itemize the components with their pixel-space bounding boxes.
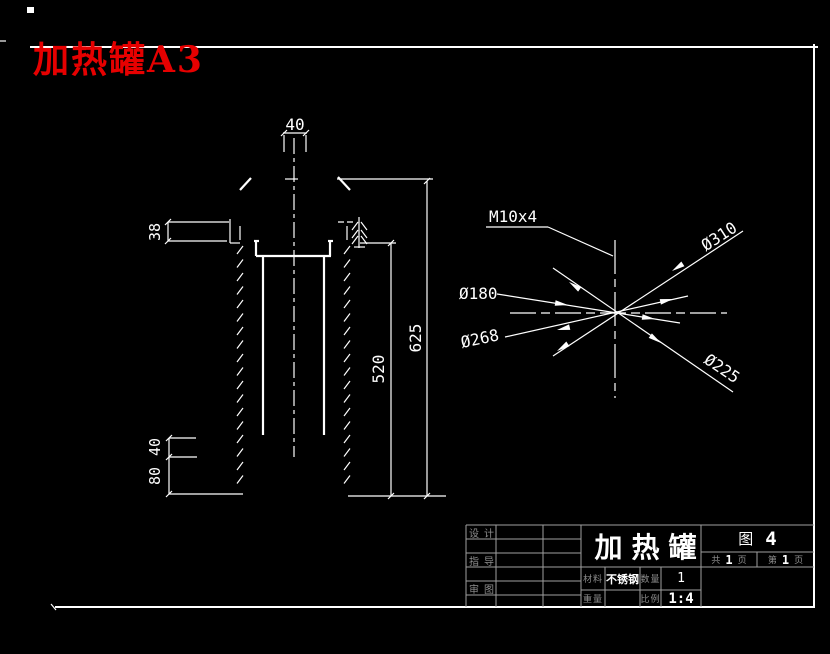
inner-vessel-flange	[254, 239, 333, 258]
leader-d268	[504, 295, 689, 338]
chamfer-left	[239, 177, 252, 191]
label-d268: Ø268	[459, 325, 501, 352]
weight-label: 重量	[582, 595, 603, 605]
total-unit: 页	[737, 556, 747, 566]
total-label: 共	[711, 556, 721, 566]
review-label: 审图	[469, 584, 499, 596]
thread-callout-text: M10x4	[489, 207, 537, 226]
material-value: 不锈钢	[606, 572, 639, 586]
dim-overall-height: 625	[337, 177, 433, 500]
sheet-border	[0, 7, 818, 611]
border-bottom-tick	[50, 603, 57, 611]
dim-text-38: 38	[146, 223, 164, 241]
figure-label: 图	[738, 530, 754, 548]
dim-bottom-group: 40 80	[146, 434, 243, 498]
dim-inner-depth: 520	[360, 239, 396, 500]
page-value: 1	[781, 552, 790, 567]
flange-callout-view: M10x4 Ø180 Ø310 Ø268 Ø225	[459, 207, 743, 398]
scale-label: 比例	[640, 595, 661, 605]
sheet-title: 加热罐A3	[33, 39, 204, 81]
dim-nozzle-width: 40	[280, 115, 310, 137]
quantity-label: 数量	[640, 575, 661, 585]
weight-value	[605, 590, 640, 607]
total-pages-cell: 共 1 页	[701, 552, 757, 567]
leader-d310	[552, 230, 744, 357]
outer-wall-right-hatch	[343, 245, 351, 484]
page-number-cell: 第 1 页	[757, 552, 814, 567]
page-label: 第	[767, 556, 777, 566]
corner-mark	[27, 7, 34, 13]
dim-text-40-top: 40	[285, 115, 304, 134]
page-unit: 页	[794, 556, 804, 566]
figure-cell: 图 4	[701, 525, 814, 552]
title-block-grid	[465, 524, 814, 607]
label-d310: Ø310	[698, 218, 741, 255]
quantity-value: 1	[677, 571, 685, 586]
leader-arrows	[554, 261, 685, 351]
designer-label: 设计	[469, 528, 499, 540]
figure-number: 4	[765, 527, 777, 550]
dim-text-625: 625	[406, 324, 425, 353]
label-d180: Ø180	[459, 284, 498, 303]
part-name: 加热罐	[594, 531, 706, 564]
total-value: 1	[725, 552, 733, 567]
scale-value: 1:4	[668, 590, 694, 607]
dim-text-520: 520	[369, 355, 388, 384]
dim-text-80: 80	[146, 467, 164, 485]
guide-label: 指导	[469, 556, 499, 568]
thread-callout: M10x4	[486, 207, 614, 257]
dim-neck-height: 38	[146, 218, 229, 245]
material-label: 材料	[582, 575, 603, 585]
tank-section-view: 40 38	[146, 115, 446, 500]
label-d225: Ø225	[701, 350, 744, 387]
dim-text-40-bottom: 40	[146, 438, 164, 456]
outer-wall-left-hatch	[236, 245, 244, 484]
leader-d225	[552, 267, 734, 393]
